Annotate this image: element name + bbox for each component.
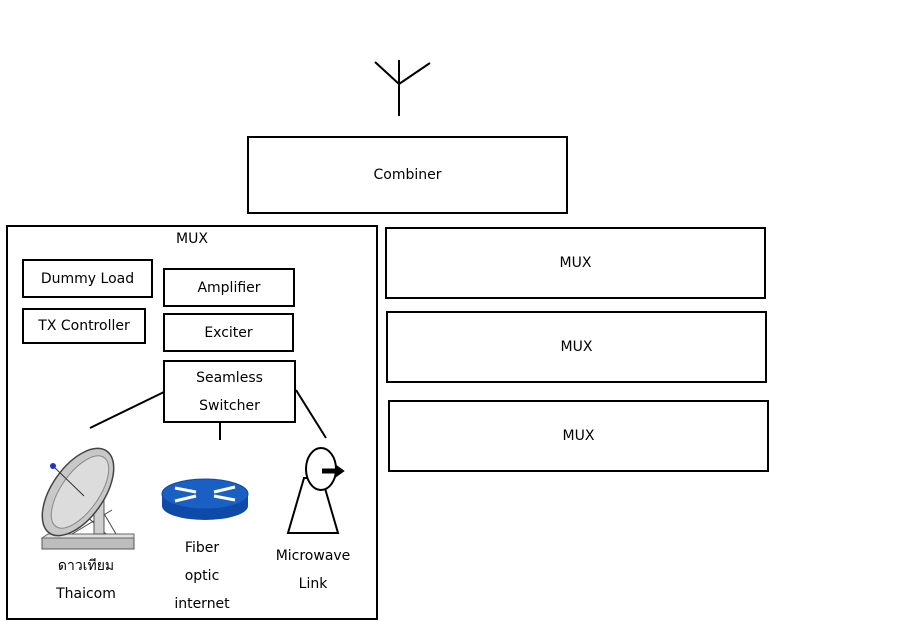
- microwave-label: Microwave Link: [263, 542, 363, 598]
- seamless-switcher-box: Seamless Switcher: [163, 360, 296, 423]
- dummy-load-box: Dummy Load: [22, 259, 153, 298]
- satellite-label: ดาวเทียม Thaicom: [36, 552, 136, 608]
- microwave-link-icon: [286, 447, 345, 534]
- tx-controller-box: TX Controller: [22, 308, 146, 344]
- switcher-label-line2: Switcher: [199, 397, 260, 414]
- switcher-to-microwave-line: [295, 389, 327, 439]
- switcher-label-line1: Seamless: [196, 369, 263, 386]
- amplifier-label: Amplifier: [197, 279, 261, 296]
- mux-box-4: MUX: [388, 400, 769, 472]
- satellite-label-name: Thaicom: [56, 586, 116, 602]
- mux-box-2: MUX: [385, 227, 766, 299]
- main-mux-title: MUX: [176, 231, 208, 247]
- antenna-icon: [374, 60, 431, 116]
- amplifier-box: Amplifier: [163, 268, 295, 307]
- mux-box-3-label: MUX: [560, 339, 593, 355]
- router-icon: [161, 478, 249, 520]
- dummy-load-label: Dummy Load: [40, 270, 135, 287]
- combiner-label: Combiner: [373, 167, 442, 183]
- mux-box-4-label: MUX: [562, 428, 595, 444]
- fiber-label-line2: optic: [184, 568, 220, 584]
- exciter-box: Exciter: [163, 313, 294, 352]
- microwave-label-line2: Link: [298, 576, 328, 592]
- switcher-to-satellite-line: [89, 391, 165, 429]
- mux-box-3: MUX: [386, 311, 767, 383]
- satellite-label-thai: ดาวเทียม: [57, 558, 115, 574]
- tx-controller-label: TX Controller: [38, 318, 130, 334]
- satellite-dish-icon: [40, 447, 135, 550]
- mux-box-2-label: MUX: [559, 255, 592, 271]
- main-mux-box: MUX: [6, 225, 378, 620]
- fiber-label-line3: internet: [174, 596, 230, 612]
- fiber-label: Fiber optic internet: [152, 534, 252, 618]
- combiner-box: Combiner: [247, 136, 568, 214]
- fiber-label-line1: Fiber: [184, 540, 220, 556]
- exciter-label: Exciter: [204, 324, 253, 341]
- microwave-label-line1: Microwave: [275, 548, 351, 564]
